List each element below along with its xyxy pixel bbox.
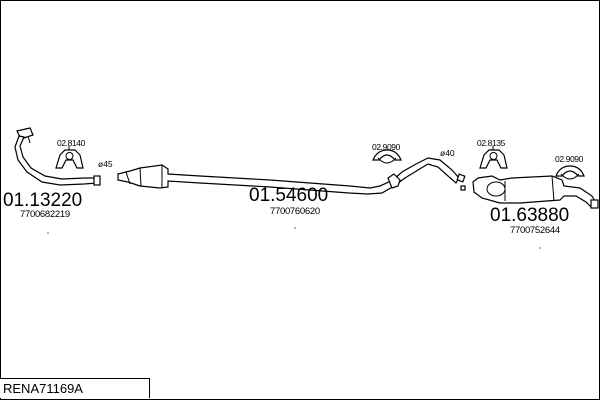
accessory-label-02-9090-middle: 02.9090 (372, 142, 401, 152)
oe-number-7700682219: 7700682219 (20, 209, 70, 220)
reference-code: RENA71169A (0, 378, 150, 398)
rear-silencer-01-63880 (472, 175, 599, 209)
part-number-01-13220: 01.13220 (3, 190, 82, 211)
oe-number-7700752644: 7700752644 (510, 225, 560, 236)
diameter-label-45: ø45 (98, 159, 113, 169)
front-pipe-01-13220 (14, 127, 101, 186)
hanger-02-9090-middle (372, 149, 402, 164)
accessory-label-02-9090-rear: 02.9090 (555, 154, 584, 164)
accessory-label-02-8140: 02.8140 (57, 138, 86, 148)
part-number-01-63880: 01.63880 (490, 205, 569, 226)
accessory-label-02-8135: 02.8135 (477, 138, 506, 148)
hanger-02-8140 (55, 146, 84, 169)
diameter-label-40: ø40 (440, 148, 455, 158)
middle-pipe-01-54600 (117, 157, 466, 195)
hanger-02-9090-rear (555, 165, 585, 180)
oe-number-7700760620: 7700760620 (270, 206, 320, 217)
hanger-02-8135 (479, 146, 508, 169)
front-pipe-clamp (93, 175, 101, 186)
part-number-01-54600: 01.54600 (249, 185, 328, 206)
